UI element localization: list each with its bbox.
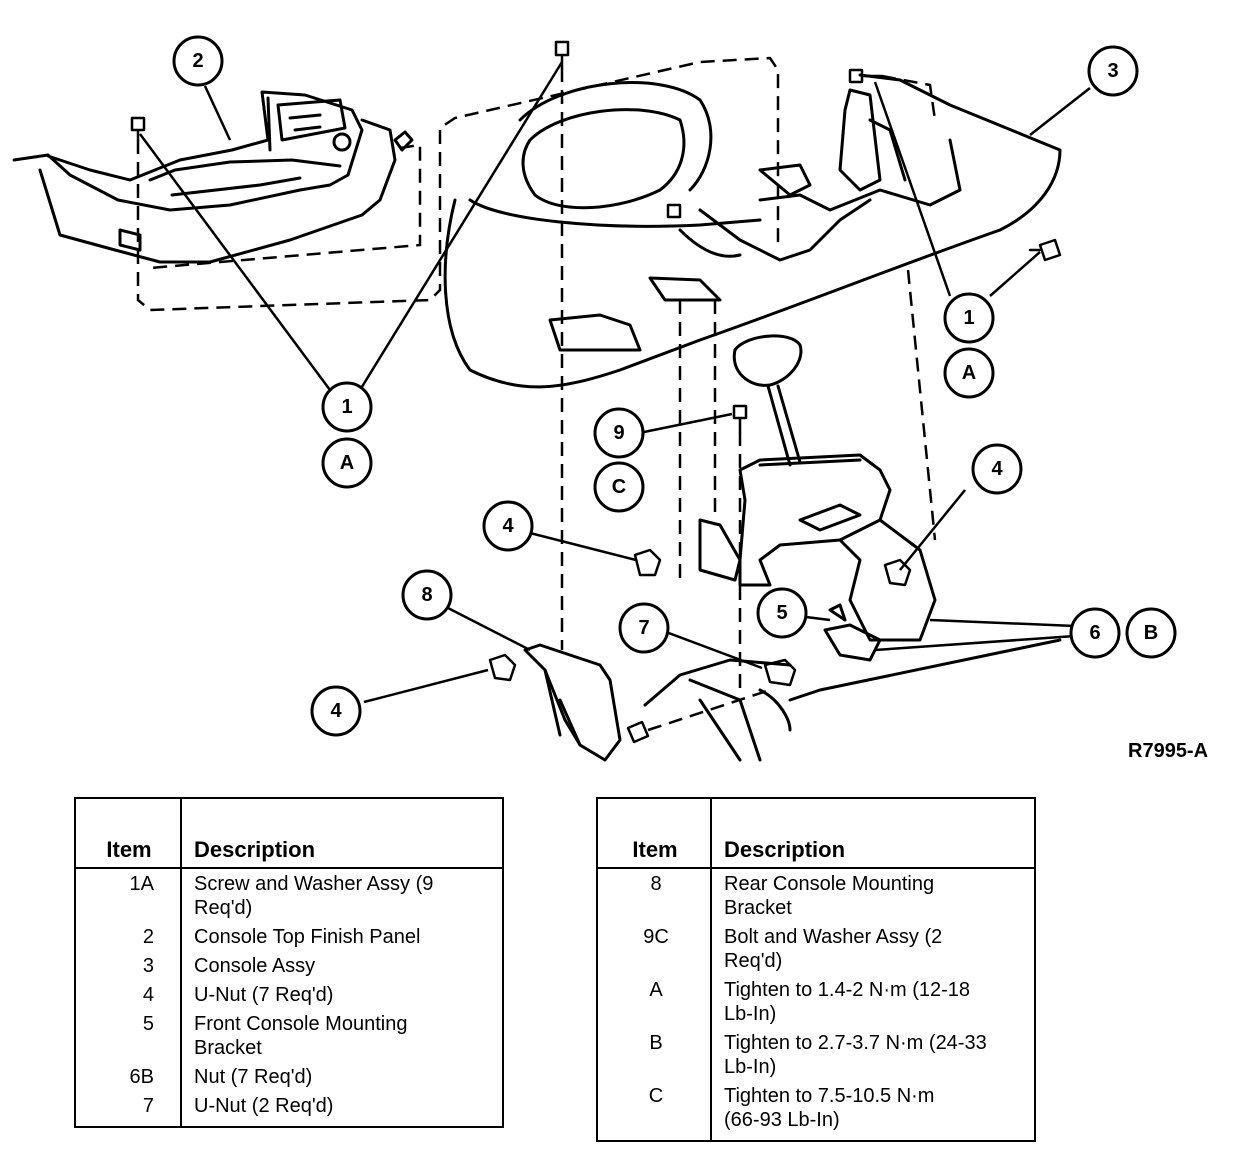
item-code: 5 [75, 1009, 182, 1062]
callout-8: 8 [421, 584, 432, 606]
header-description: Description [711, 798, 1035, 869]
table-row: 3 Console Assy [75, 951, 503, 980]
callout-1-left: 1 [341, 396, 352, 418]
item-code: A [597, 975, 712, 1028]
callout-a-left: A [340, 452, 354, 474]
parts-table-left: Item Description 1A Screw and Washer Ass… [74, 797, 504, 1128]
leader-lines [138, 61, 1091, 704]
alignment-lines [136, 56, 937, 732]
callout-1-right: 1 [963, 307, 974, 329]
header-item: Item [75, 798, 182, 869]
table-row: 7 U-Nut (2 Req'd) [75, 1091, 503, 1127]
parts-table-right: Item Description 8 Rear Console Mounting… [596, 797, 1036, 1142]
screw-icons [130, 40, 1062, 744]
header-description: Description [181, 798, 503, 869]
item-code: 3 [75, 951, 182, 980]
table-row: 4 U-Nut (7 Req'd) [75, 980, 503, 1009]
table-row: C Tighten to 7.5-10.5 N·m(66-93 Lb-In) [597, 1081, 1035, 1141]
callout-3: 3 [1107, 60, 1118, 82]
item-description: U-Nut (2 Req'd) [194, 1095, 334, 1117]
callout-4-bottom: 4 [330, 700, 342, 722]
item-code: C [597, 1081, 712, 1141]
item-code: 7 [75, 1091, 182, 1127]
item-code: 8 [597, 868, 712, 922]
item-description: U-Nut (7 Req'd) [194, 984, 334, 1006]
table-row: 2 Console Top Finish Panel [75, 922, 503, 951]
item-description: Console Top Finish Panel [194, 926, 421, 948]
figure-id: R7995-A [1128, 740, 1209, 762]
callout-7: 7 [638, 617, 649, 639]
callout-b: B [1144, 622, 1158, 644]
item-code: 4 [75, 980, 182, 1009]
item-code: 6B [75, 1062, 182, 1091]
rear-console-mounting-bracket [523, 643, 622, 762]
callout-5: 5 [776, 602, 787, 624]
item-code: B [597, 1028, 712, 1081]
item-code: 1A [75, 868, 182, 922]
item-code: 9C [597, 922, 712, 975]
item-code: 2 [75, 922, 182, 951]
item-description: Nut (7 Req'd) [194, 1066, 313, 1088]
item-description: Console Assy [194, 955, 316, 977]
callout-c: C [612, 476, 626, 498]
console-top-finish-panel [12, 90, 414, 264]
callout-4-mid: 4 [502, 515, 514, 537]
u-nut-icons [488, 548, 912, 687]
item-description: Tighten to 7.5-10.5 N·m(66-93 Lb-In) [724, 1085, 935, 1131]
callout-2: 2 [192, 50, 203, 72]
front-console-mounting-bracket [823, 603, 882, 662]
gear-shifter [698, 334, 937, 642]
exploded-view-diagram: 2 1 A 3 1 A 9 C 4 4 8 4 7 5 6 B [12, 35, 1177, 762]
callout-9: 9 [613, 422, 624, 444]
callout-circles [172, 35, 1177, 737]
table-row: 6B Nut (7 Req'd) [75, 1062, 503, 1091]
callout-a-right: A [962, 362, 976, 384]
header-item: Item [597, 798, 712, 869]
callout-4-right: 4 [991, 458, 1003, 480]
callout-6: 6 [1089, 622, 1100, 644]
